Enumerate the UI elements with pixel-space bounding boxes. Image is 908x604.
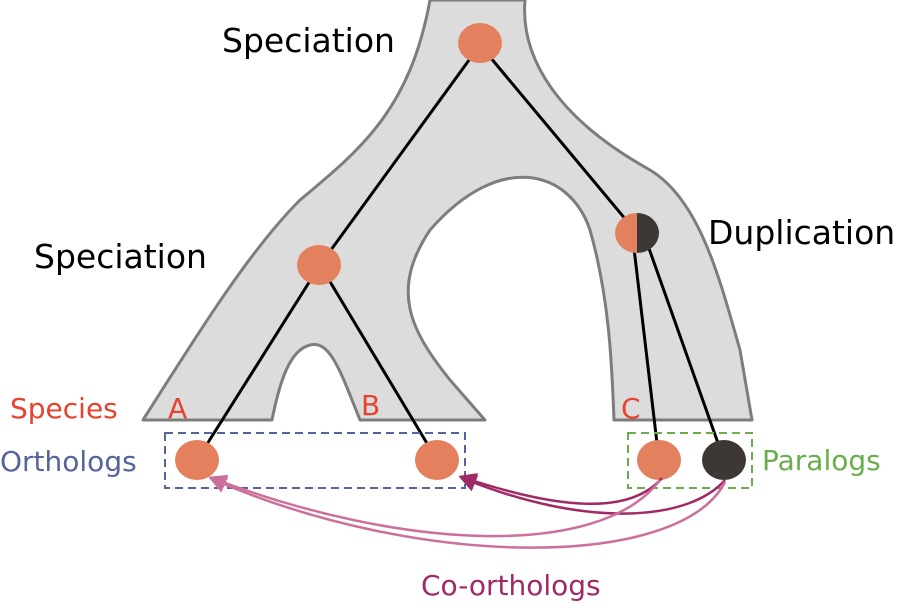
arrow-c2-to-b (458, 475, 726, 515)
left-speciation-node (297, 245, 341, 285)
duplication-label: Duplication (708, 213, 895, 252)
speciation-left-label: Speciation (34, 237, 207, 276)
species-b-label: B (361, 389, 380, 422)
branch-dup-c2 (644, 239, 726, 461)
co-orthologs-label: Co-orthologs (421, 569, 601, 602)
paralogs-label: Paralogs (762, 444, 881, 477)
gene-node-c2 (702, 440, 746, 480)
species-c-label: C (621, 392, 641, 425)
branch-left-b (318, 264, 439, 461)
arrow-c2-to-a (208, 476, 727, 549)
branch-dup-c1 (631, 239, 661, 461)
species-tree-shape (141, 0, 754, 422)
paralogs-box (627, 432, 753, 489)
branch-root-right (478, 44, 639, 234)
gene-node-a (175, 440, 219, 480)
root-speciation-node (458, 23, 502, 63)
gene-node-b (415, 440, 459, 480)
duplication-node (615, 213, 659, 253)
co-ortholog-arrows (208, 473, 727, 549)
gene-node-c1 (637, 440, 681, 480)
species-a-label: A (168, 392, 187, 425)
orthologs-box (164, 432, 466, 489)
branch-root-left (318, 44, 482, 266)
species-label: Species (10, 392, 118, 425)
arrow-c1-to-b (458, 473, 663, 506)
arrow-c1-to-a (208, 474, 661, 538)
gene-tree-branches (195, 44, 726, 461)
orthologs-label: Orthologs (0, 445, 137, 478)
speciation-top-label: Speciation (222, 21, 395, 60)
branch-left-a (195, 264, 322, 461)
